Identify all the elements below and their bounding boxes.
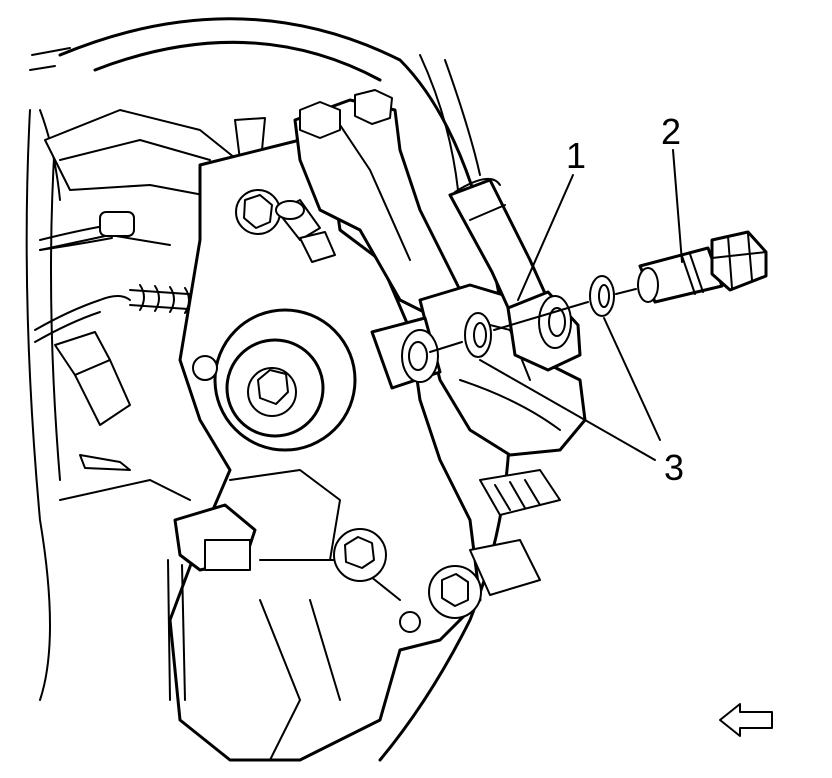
caliper-piston-housing xyxy=(192,308,357,452)
arrow-left-icon xyxy=(719,703,773,737)
leader-lines xyxy=(479,149,683,461)
lower-bolts xyxy=(333,528,482,633)
bleeder-screw xyxy=(275,199,336,263)
callout-1: 1 xyxy=(566,135,586,176)
callout-2: 2 xyxy=(661,111,681,152)
sealing-washer-inner xyxy=(464,312,492,358)
caliper-inlet-boss xyxy=(370,316,442,390)
brake-hose xyxy=(419,54,550,314)
lower-connector xyxy=(469,469,561,596)
upper-bracket xyxy=(235,89,462,322)
sensor-wire xyxy=(34,211,135,426)
brake-hose-banjo-fitting xyxy=(506,290,582,372)
banjo-bolt xyxy=(637,230,768,304)
lower-clip xyxy=(167,503,257,701)
sealing-washer-outer xyxy=(589,275,615,317)
assembly-axis xyxy=(429,288,637,353)
callout-3: 3 xyxy=(664,447,684,488)
